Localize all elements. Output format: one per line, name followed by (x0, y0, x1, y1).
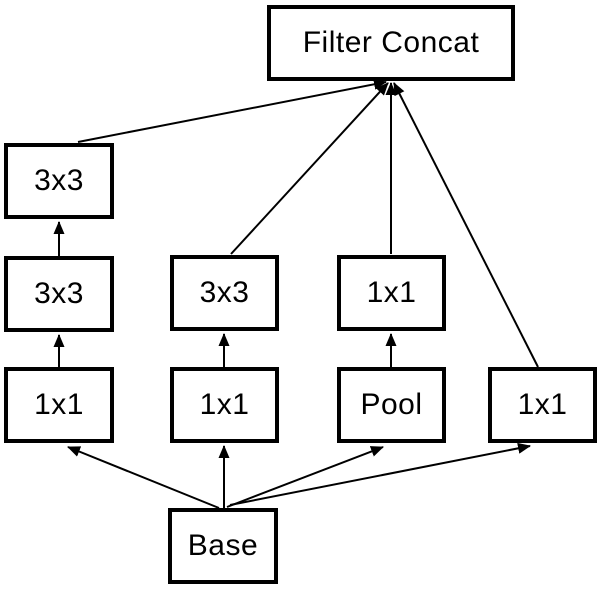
edge-base-to-branch1-1x1 (67, 446, 220, 509)
node-branch4-conv1x1-label: 1x1 (517, 388, 568, 421)
edge-base-to-branch4-1x1 (229, 442, 531, 506)
node-filter-concat-label: Filter Concat (302, 26, 480, 59)
node-branch1-conv3x3-mid: 3x3 (4, 256, 114, 332)
node-branch3-pool: Pool (337, 367, 446, 443)
node-base-label: Base (187, 529, 259, 562)
edge-branch1-to-concat (77, 78, 387, 143)
node-branch1-conv1x1: 1x1 (4, 367, 114, 443)
node-branch1-conv3x3-mid-label: 3x3 (34, 277, 84, 310)
node-branch3-conv1x1: 1x1 (337, 255, 446, 331)
node-branch3-pool-label: Pool (360, 388, 423, 421)
node-branch2-conv3x3: 3x3 (170, 255, 279, 331)
edge-base-to-branch3-pool (226, 446, 384, 508)
node-filter-concat: Filter Concat (267, 5, 515, 81)
node-branch2-conv3x3-label: 3x3 (199, 276, 250, 309)
edge-branch2-to-concat (230, 82, 389, 255)
node-branch2-conv1x1: 1x1 (170, 367, 279, 443)
node-branch1-conv3x3-top: 3x3 (4, 143, 114, 219)
node-branch1-conv1x1-label: 1x1 (34, 388, 84, 421)
node-base: Base (168, 508, 278, 584)
node-branch3-conv1x1-label: 1x1 (366, 276, 417, 309)
node-branch4-conv1x1: 1x1 (488, 367, 597, 443)
node-branch2-conv1x1-label: 1x1 (199, 388, 250, 421)
node-branch1-conv3x3-top-label: 3x3 (34, 164, 84, 197)
